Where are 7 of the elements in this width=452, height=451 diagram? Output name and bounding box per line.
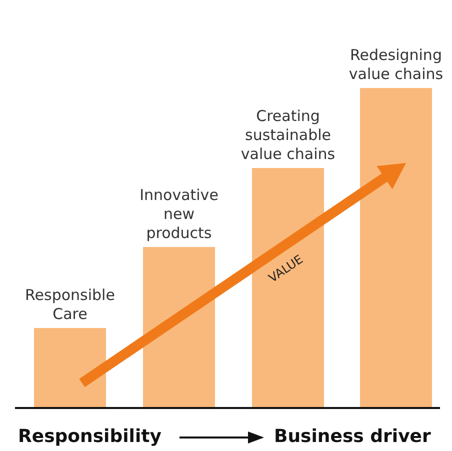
bar-label: Redesigning value chains bbox=[348, 46, 444, 84]
bar-label: Creating sustainable value chains bbox=[240, 107, 336, 164]
bar-label: Responsible Care bbox=[24, 286, 116, 324]
bar-label: Innovative new products bbox=[138, 186, 220, 243]
axis-label: Responsibility bbox=[18, 426, 162, 447]
axis-label: Business driver bbox=[274, 426, 431, 447]
arrow bbox=[179, 432, 264, 444]
